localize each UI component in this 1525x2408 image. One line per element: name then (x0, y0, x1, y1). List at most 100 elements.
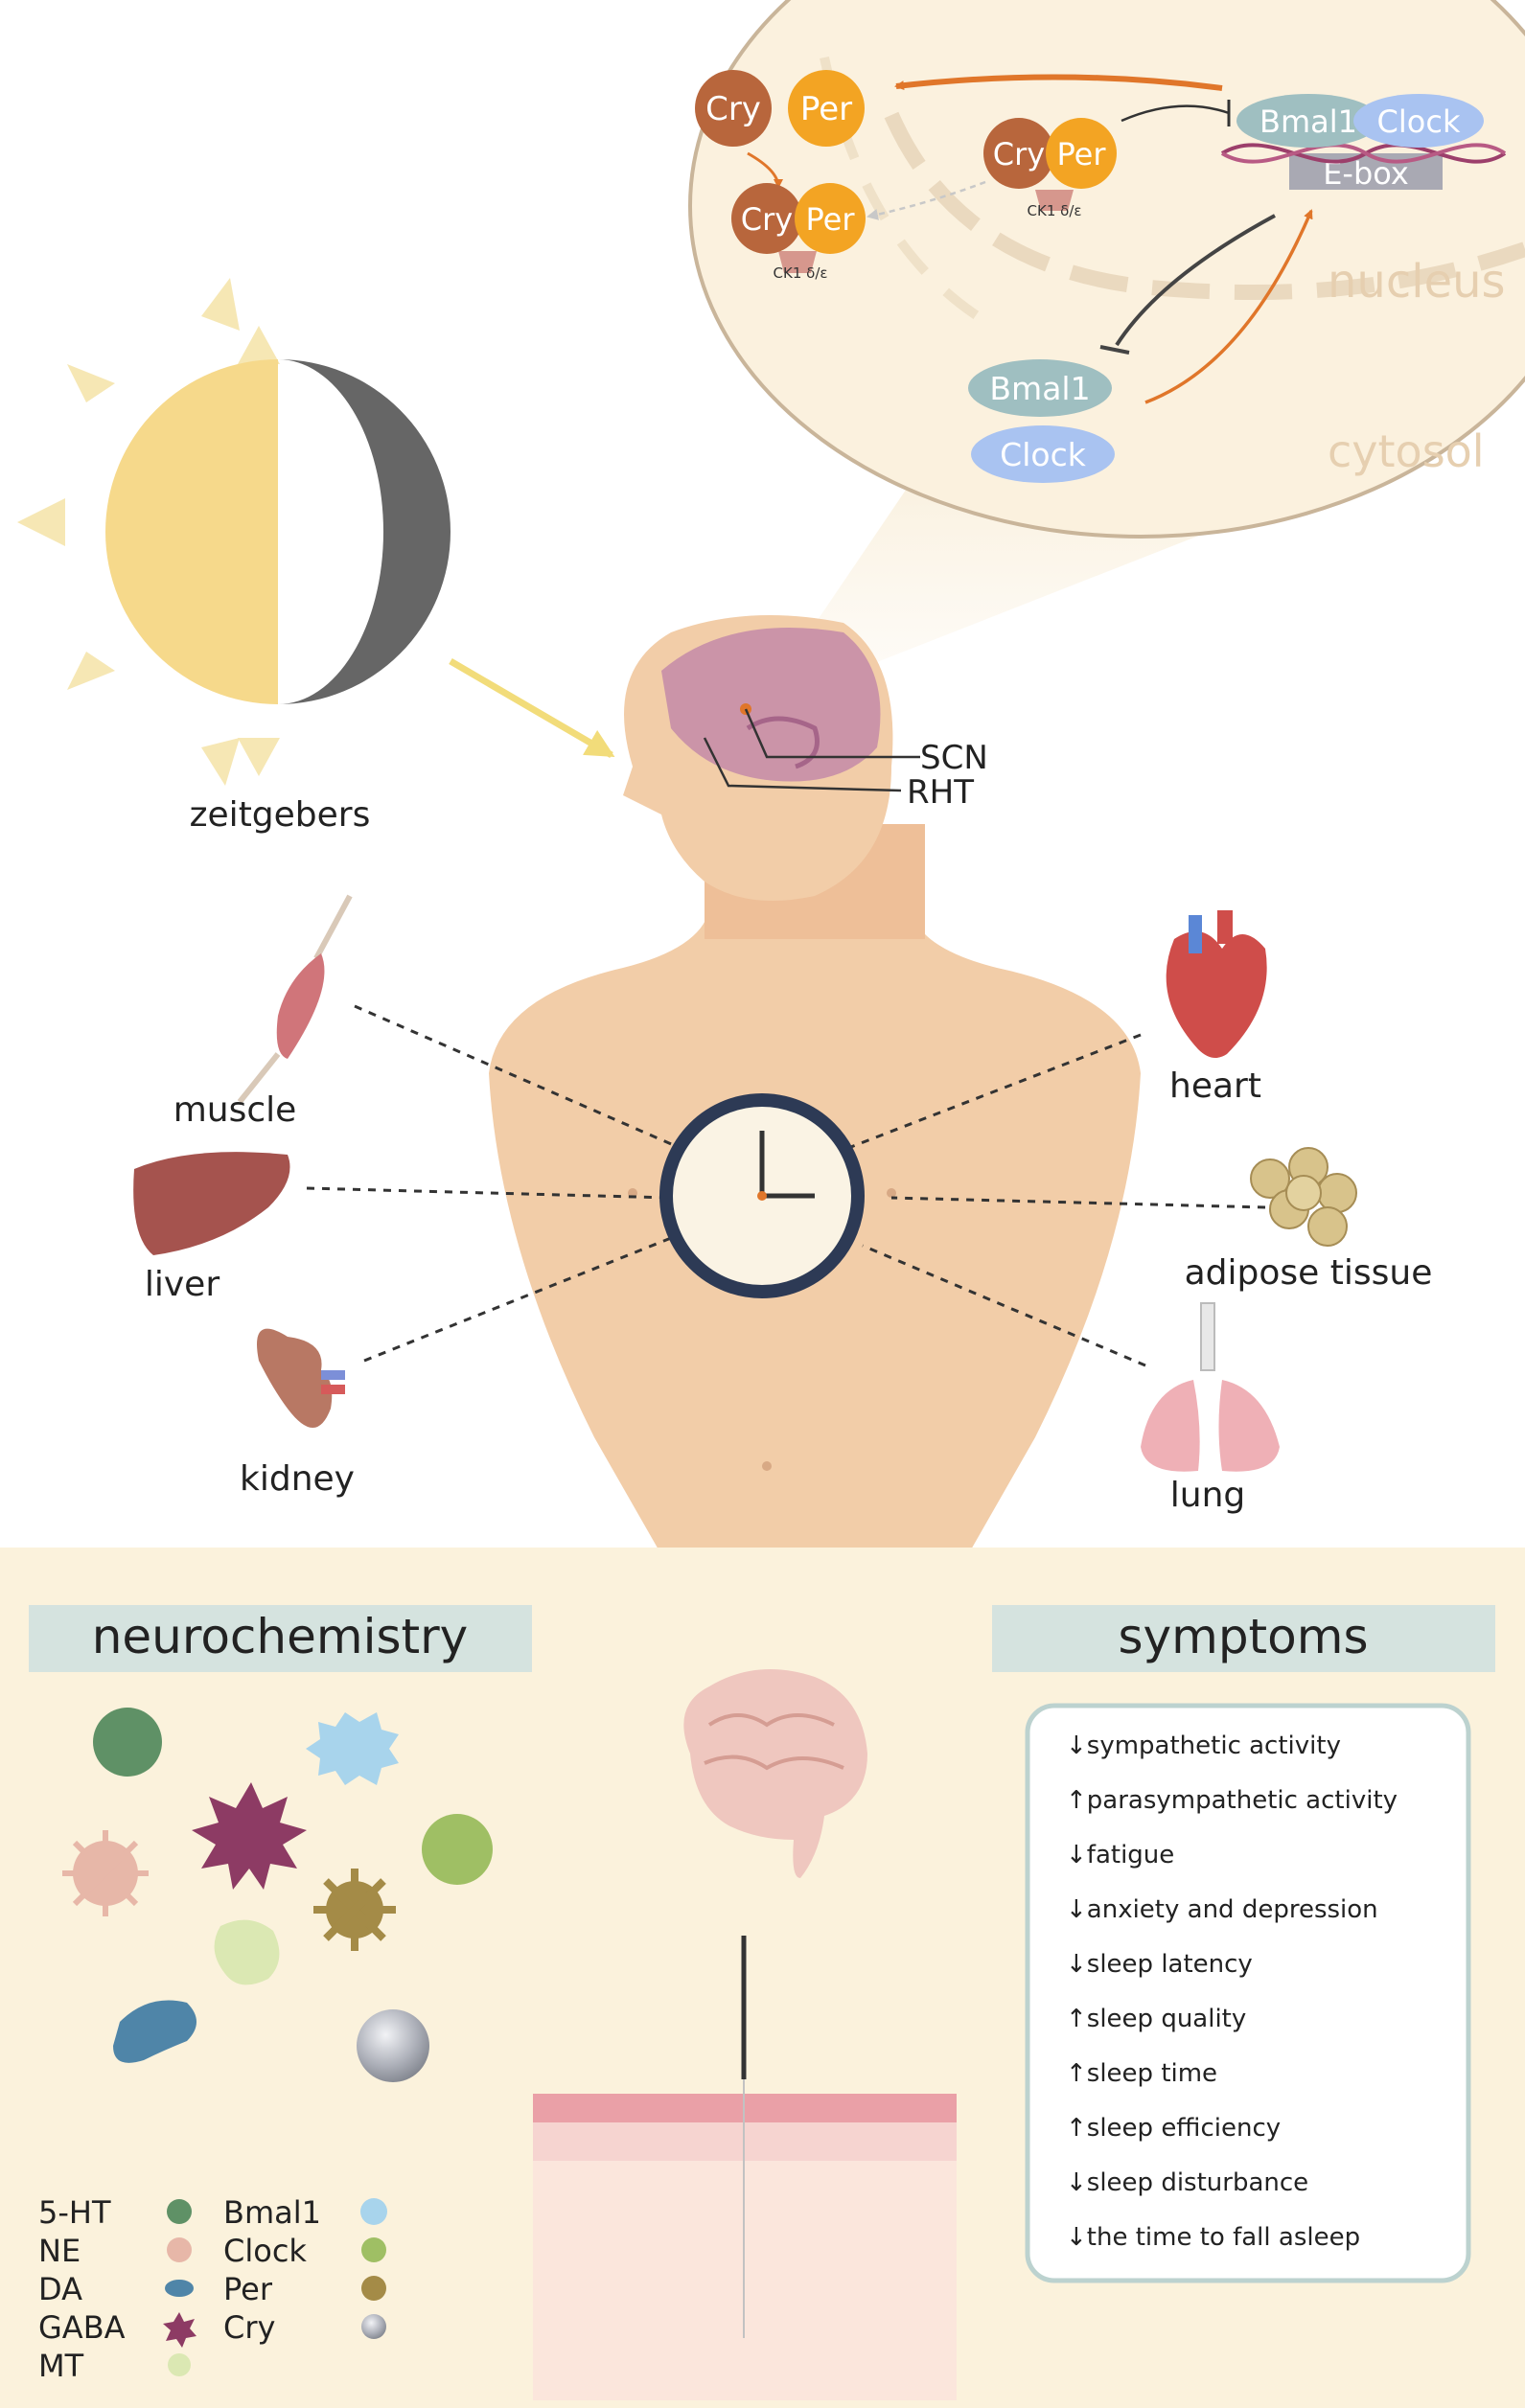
brain-fold (707, 1713, 835, 1728)
ne-icon (62, 1830, 149, 1916)
sun-half (105, 359, 278, 704)
per-label-2: Per (806, 201, 856, 238)
bmal1-icon (306, 1712, 399, 1785)
ne-icon-spikes (62, 1830, 149, 1916)
dna-strand-b (1220, 143, 1507, 164)
symptom-item: ↓fatigue (1066, 1841, 1174, 1869)
navel (762, 1461, 772, 1471)
cry-per-complex-top: Cry Per (695, 70, 865, 147)
legend-ne-label: NE (38, 2233, 81, 2269)
legend-clock-swatch (361, 2237, 386, 2262)
connector-heart (843, 1033, 1142, 1152)
symptoms-title: symptoms (1118, 1609, 1368, 1664)
muscle-icon (276, 953, 325, 1059)
symptom-item: ↓anxiety and depression (1066, 1895, 1378, 1924)
cry-protein-icon (357, 2009, 429, 2082)
brain-overlay (661, 628, 881, 782)
fat-cell (1285, 1175, 1322, 1211)
per-icon (313, 1869, 396, 1951)
symptoms-header (992, 1605, 1495, 1672)
cry-label-3: Cry (993, 136, 1045, 172)
ck1-label: CK1 δ/ε (774, 264, 828, 282)
ebox-dna: E-box Bmal1 Clock (1220, 94, 1507, 192)
legend-da-label: DA (38, 2271, 82, 2307)
cell-diagram: nucleus cytosol Cry Per Cry Per CK1 δ/ε … (688, 0, 1525, 709)
symptom-item: ↑parasympathetic activity (1066, 1786, 1398, 1815)
per-circle (788, 70, 865, 147)
lung-left (1141, 1380, 1200, 1472)
sun-ray (67, 364, 115, 402)
dopamine-icon (113, 2000, 196, 2063)
human-figure: SCN RHT (489, 615, 1141, 1571)
per-circle-2 (795, 183, 866, 254)
per-label: Per (800, 90, 852, 128)
nipple (887, 1188, 896, 1198)
legend-per-label: Per (223, 2271, 273, 2307)
ck1-label-2: CK1 δ/ε (1028, 202, 1082, 219)
legend-bmal1-swatch (360, 2198, 387, 2225)
legend-5ht-label: 5-HT (38, 2194, 111, 2231)
per-circle-3 (1046, 118, 1117, 189)
moon-half (278, 359, 451, 704)
symptom-item: ↑sleep quality (1066, 2005, 1246, 2033)
clock-free (971, 425, 1115, 483)
kidney-vessel (321, 1370, 345, 1380)
rht-label: RHT (907, 773, 974, 812)
export-arrow (866, 180, 986, 220)
connector-adipose (890, 1196, 1266, 1209)
scn-pointer (744, 708, 920, 759)
kidney-label: kidney (240, 1459, 355, 1499)
nucleus-label: nucleus (1328, 255, 1506, 309)
neurochemical-icons (62, 1708, 493, 2082)
muscle-organ: muscle (173, 894, 353, 1130)
neurochemistry-legend: 5-HT NE DA GABA MT Bmal1 Clock Per Cry (38, 2194, 387, 2384)
ck1-shape (778, 251, 817, 273)
heart-organ: heart (1166, 910, 1267, 1106)
legend-gaba-swatch (163, 2312, 196, 2348)
ck1-shape-2 (1035, 190, 1074, 211)
cry-circle (695, 70, 772, 147)
cry-per-ck1-left: Cry Per CK1 δ/ε (731, 183, 866, 282)
heart-label: heart (1169, 1066, 1261, 1106)
light-arrow (449, 657, 615, 759)
per-icon-spikes (313, 1869, 396, 1951)
activation-arrow (1144, 209, 1313, 404)
legend-cry-swatch (361, 2314, 386, 2339)
cry-label: Cry (705, 90, 761, 128)
clock-icon (659, 1093, 865, 1298)
heart-icon (1166, 931, 1267, 1058)
legend-per-swatch (361, 2276, 386, 2301)
bmal1-bound-label: Bmal1 (1259, 103, 1357, 140)
inhibition-bar-bottom (1099, 345, 1130, 355)
sun-ray (67, 652, 115, 690)
cry-per-ck1-middle: Cry Per CK1 δ/ε (983, 118, 1117, 219)
cry-circle-3 (983, 118, 1054, 189)
clock-free-label: Clock (1000, 436, 1087, 473)
scn-label: SCN (920, 739, 988, 777)
adipose-organ: adipose tissue (1185, 1147, 1432, 1293)
connector-muscle (354, 1004, 729, 1171)
symptom-item: ↓sleep latency (1066, 1950, 1253, 1979)
melatonin-icon (214, 1919, 280, 1985)
legend-gaba-label: GABA (38, 2309, 126, 2346)
symptom-item: ↓sympathetic activity (1066, 1731, 1341, 1760)
liver-label: liver (145, 1265, 220, 1304)
kidney-vessel (321, 1385, 345, 1394)
sun-ray (201, 738, 240, 786)
clock-bound-label: Clock (1377, 103, 1461, 140)
trachea (1200, 1302, 1215, 1371)
symptom-item: ↓the time to fall asleep (1066, 2223, 1360, 2252)
clock-center (757, 1191, 767, 1201)
legend-bmal1-label: Bmal1 (223, 2194, 321, 2231)
cry-label-2: Cry (741, 201, 793, 238)
fat-cell (1317, 1173, 1357, 1213)
sun-ray (201, 278, 240, 331)
legend-da-swatch (165, 2280, 194, 2297)
connector-lung (862, 1244, 1146, 1367)
acupuncture-illustration (533, 1669, 957, 2400)
legend-clock-label: Clock (223, 2233, 307, 2269)
neurochemistry-title: neurochemistry (92, 1609, 469, 1664)
clock-bound (1353, 94, 1484, 148)
fat-cell (1307, 1206, 1348, 1247)
